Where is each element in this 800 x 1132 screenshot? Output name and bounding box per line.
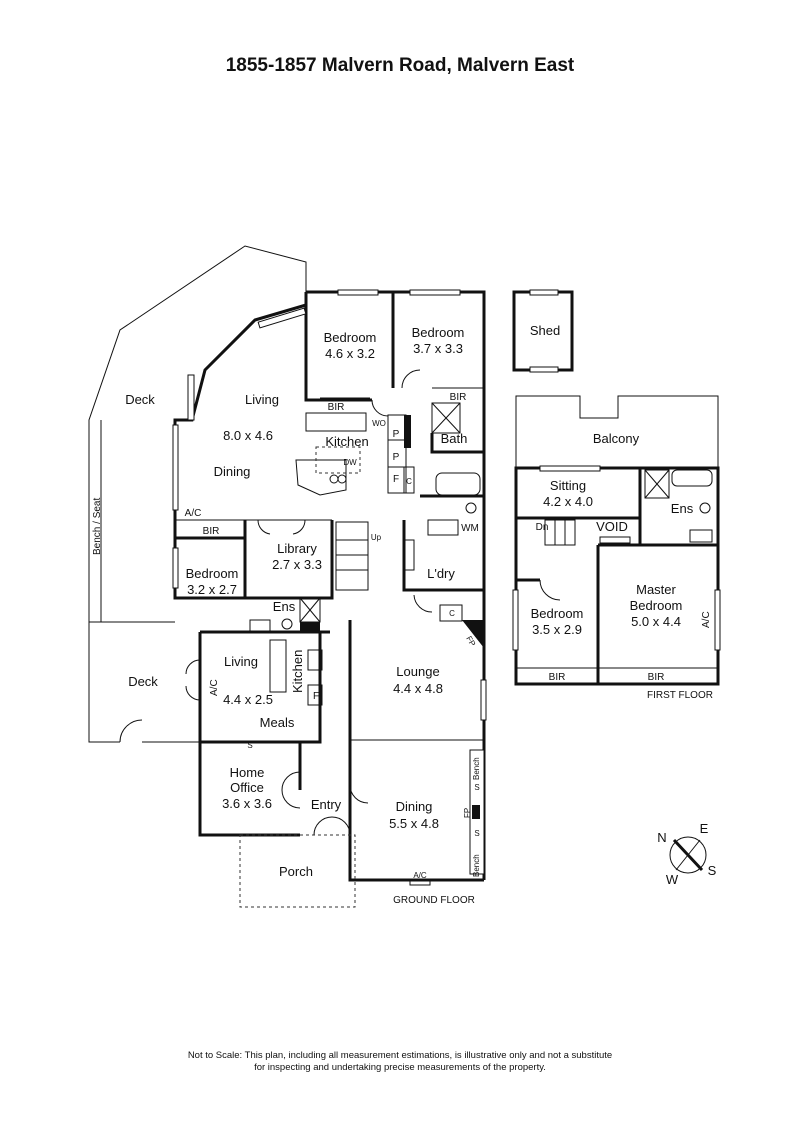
lounge-dims: 4.4 x 4.8 — [393, 681, 443, 696]
compass-e: E — [700, 821, 709, 836]
s-dining-2: S — [474, 829, 479, 838]
dw-label: DW — [343, 458, 357, 467]
home-office-label2: Office — [230, 780, 264, 795]
deck-top-label: Deck — [125, 392, 155, 407]
living-main-label: Living — [245, 392, 279, 407]
shed — [512, 289, 574, 373]
master-label: Master — [636, 582, 676, 597]
bedroom1-dims: 4.6 x 3.2 — [325, 346, 375, 361]
sitting-dims: 4.2 x 4.0 — [543, 494, 593, 509]
compass-s: S — [708, 863, 717, 878]
bedroom2-dims: 3.7 x 3.3 — [413, 341, 463, 356]
living-main-dims: 8.0 x 4.6 — [223, 428, 273, 443]
ac-living: A/C — [185, 508, 202, 519]
fridge-label: F — [393, 474, 399, 485]
ac-master: A/C — [701, 611, 712, 628]
disclaimer-line-2: for inspecting and undertaking precise m… — [254, 1062, 546, 1073]
bedroom3-dims: 3.2 x 2.7 — [187, 582, 237, 597]
bedroom2-label: Bedroom — [412, 325, 465, 340]
library-label: Library — [277, 541, 317, 556]
bir-bed1: BIR — [328, 402, 345, 413]
bath-label: Bath — [441, 431, 468, 446]
s-office: S — [247, 741, 252, 750]
ens-ground-label: Ens — [273, 599, 296, 614]
balcony-label: Balcony — [593, 431, 640, 446]
bedroom4-dims: 3.5 x 2.9 — [532, 622, 582, 637]
bedroom3-label: Bedroom — [186, 566, 239, 581]
first-floor-walls — [512, 395, 721, 686]
disclaimer-line-1: Not to Scale: This plan, including all m… — [187, 1050, 613, 1061]
plan-title: 1855-1857 Malvern Road, Malvern East — [225, 55, 575, 76]
kitchen2-label: Kitchen — [290, 650, 305, 693]
s-dining-1: S — [474, 783, 479, 792]
compass — [669, 836, 707, 874]
deck-lower — [88, 622, 201, 743]
master-dims: 5.0 x 4.4 — [631, 614, 681, 629]
kitchen-label: Kitchen — [325, 434, 368, 449]
bir-bed4: BIR — [549, 672, 566, 683]
compass-w: W — [666, 872, 679, 887]
bench-seat-label: Bench / Seat — [92, 498, 103, 555]
disclaimer: Not to Scale: This plan, including all m… — [0, 1050, 800, 1074]
deck-lower-label: Deck — [128, 674, 158, 689]
laundry-label: L'dry — [427, 566, 455, 581]
entry-label: Entry — [311, 797, 342, 812]
living2-area — [185, 632, 323, 744]
compass-n: N — [657, 830, 666, 845]
library-dims: 2.7 x 3.3 — [272, 557, 322, 572]
main-living-walls — [172, 292, 372, 521]
sitting-label: Sitting — [550, 478, 586, 493]
home-office-dims: 3.6 x 3.6 — [222, 796, 272, 811]
fp-lounge: FP — [464, 635, 477, 648]
first-floor-label: FIRST FLOOR — [647, 690, 713, 701]
bir-bed3: BIR — [203, 526, 220, 537]
meals-label: Meals — [260, 715, 295, 730]
dining2-dims: 5.5 x 4.8 — [389, 816, 439, 831]
ens-first-label: Ens — [671, 501, 694, 516]
master-label2: Bedroom — [630, 598, 683, 613]
cupboard-label: C — [406, 477, 412, 486]
fp-dining: FP — [463, 808, 472, 818]
library-area — [243, 519, 369, 600]
ground-floor-label: GROUND FLOOR — [393, 895, 475, 906]
kitchen-area — [295, 414, 415, 496]
bir-bed2: BIR — [450, 392, 467, 403]
wm-label: WM — [461, 523, 479, 534]
dining-main-label: Dining — [214, 464, 251, 479]
living2-dims: 4.4 x 2.5 — [223, 692, 273, 707]
top-bedrooms — [305, 289, 486, 455]
ac-dining: A/C — [413, 871, 427, 880]
wo-label: WO — [372, 419, 386, 428]
bath-area — [420, 433, 484, 514]
lounge-area — [348, 620, 487, 850]
up-label: Up — [371, 533, 382, 542]
bedroom4-label: Bedroom — [531, 606, 584, 621]
void-label: VOID — [596, 519, 628, 534]
front-rooms — [198, 742, 485, 908]
home-office-label: Home — [230, 765, 265, 780]
bedroom3-area — [172, 520, 330, 634]
shed-label: Shed — [530, 323, 560, 338]
cupboard-laundry: C — [449, 609, 455, 618]
porch-label: Porch — [279, 864, 313, 879]
dining2-label: Dining — [396, 799, 433, 814]
bench-bottom: Bench — [472, 854, 481, 877]
living2-label: Living — [224, 654, 258, 669]
pantry-label-2: P — [393, 452, 400, 463]
bedroom1-label: Bedroom — [324, 330, 377, 345]
fridge-kitchen2: F — [313, 691, 319, 702]
ac-living2: A/C — [209, 679, 220, 696]
bir-master: BIR — [648, 672, 665, 683]
dn-label: Dn — [536, 522, 549, 533]
bench-top: Bench — [472, 757, 481, 780]
lounge-label: Lounge — [396, 664, 439, 679]
pantry-label-1: P — [393, 429, 400, 440]
